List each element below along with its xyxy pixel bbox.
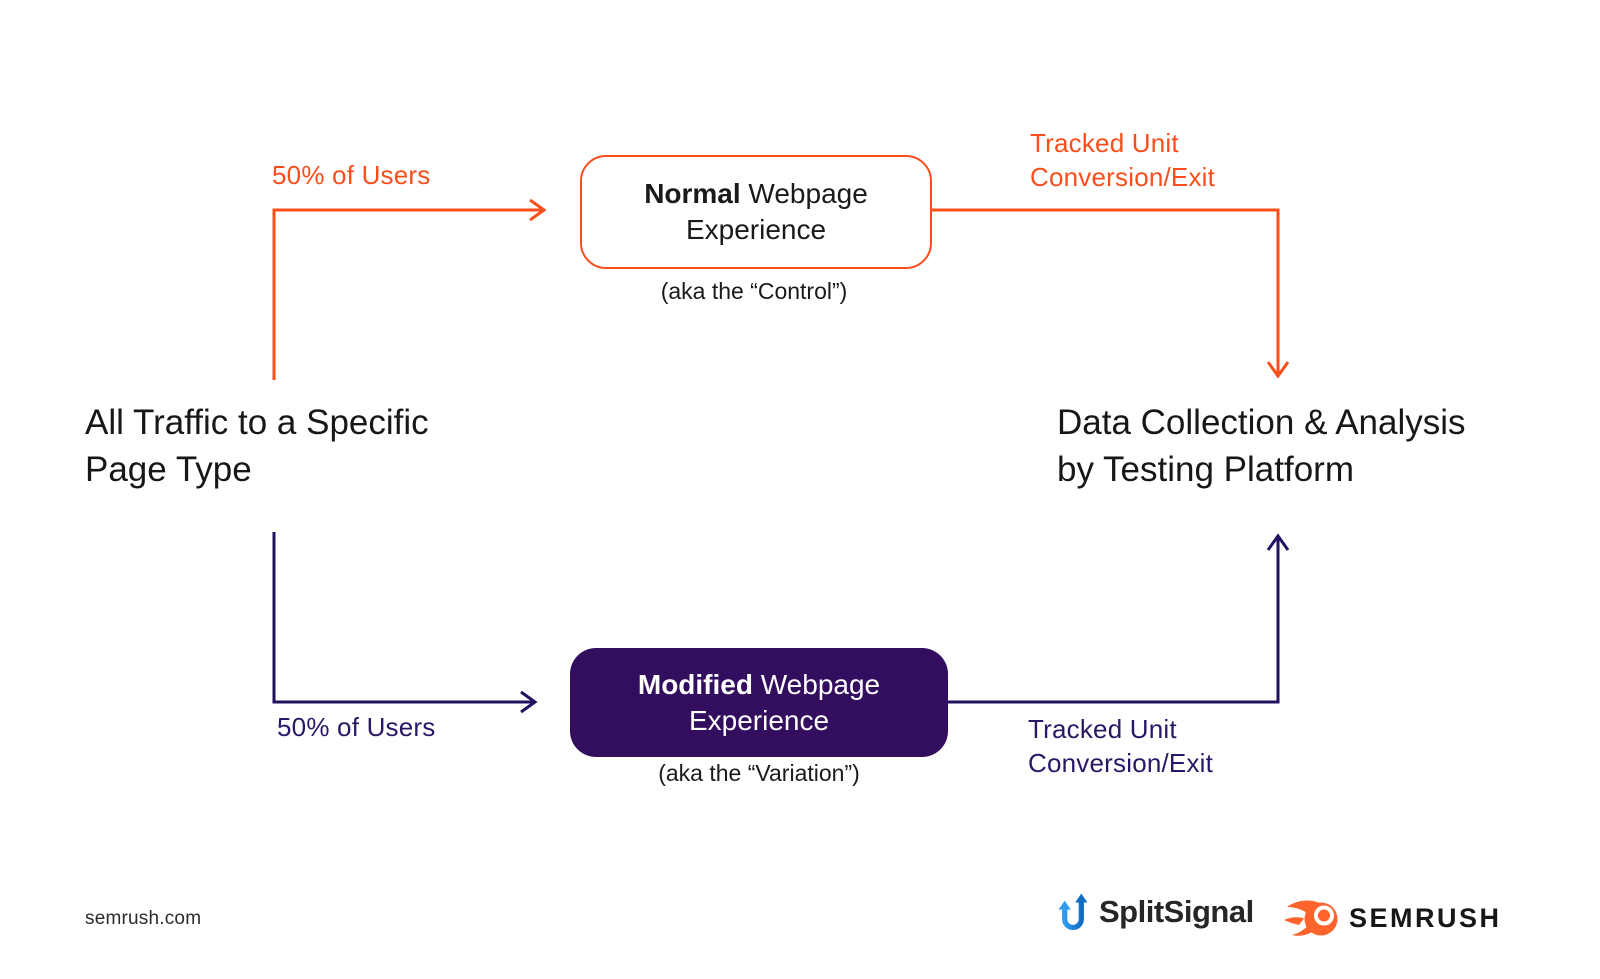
variation-box-title-rest: Webpage <box>752 668 881 700</box>
bottom-tracked-line2: Conversion/Exit <box>1028 748 1214 778</box>
bottom-tracked-label: Tracked Unit Conversion/Exit <box>1028 712 1213 780</box>
splitsignal-icon <box>1056 893 1090 931</box>
result-node-title: Data Collection & Analysis by Testing Pl… <box>1057 399 1466 493</box>
bottom-split-arrow <box>272 532 538 714</box>
variation-box-title-line1: Modified Webpage <box>638 667 880 703</box>
top-split-arrow <box>272 198 547 380</box>
semrush-icon <box>1284 896 1340 940</box>
result-title-line1: Data Collection & Analysis <box>1057 403 1466 442</box>
source-title-line1: All Traffic to a Specific <box>85 403 429 442</box>
source-title-line2: Page Type <box>85 450 252 489</box>
control-box-caption: (aka the “Control”) <box>660 278 848 304</box>
control-box-title-line2: Experience <box>685 214 827 245</box>
semrush-wordmark: SEMRUSH <box>1349 902 1502 933</box>
splitsignal-logo: SplitSignal <box>1056 893 1254 931</box>
variation-box-title-bold: Modified <box>637 668 753 700</box>
control-box-title-bold: Normal <box>644 178 741 209</box>
top-tracked-line2: Conversion/Exit <box>1030 162 1216 192</box>
site-credit: semrush.com <box>85 908 202 929</box>
bottom-tracked-line1: Tracked Unit <box>1028 714 1177 744</box>
variation-box: Modified Webpage Experience <box>570 648 948 757</box>
bottom-split-label: 50% of Users <box>277 712 436 742</box>
top-tracked-label: Tracked Unit Conversion/Exit <box>1030 126 1215 194</box>
variation-box-caption: (aka the “Variation”) <box>658 760 860 786</box>
source-node-title: All Traffic to a Specific Page Type <box>85 399 429 493</box>
variation-box-title-line2: Experience <box>688 704 830 736</box>
control-to-analysis-arrow <box>930 208 1290 379</box>
top-tracked-line1: Tracked Unit <box>1030 128 1179 158</box>
control-box-title-line1: Normal Webpage <box>644 176 868 212</box>
variation-to-analysis-arrow <box>948 533 1290 704</box>
result-title-line2: by Testing Platform <box>1057 450 1354 489</box>
top-split-label: 50% of Users <box>272 160 431 190</box>
splitsignal-wordmark: SplitSignal <box>1099 894 1254 929</box>
semrush-logo: SEMRUSH <box>1284 896 1502 940</box>
control-box: Normal Webpage Experience <box>580 155 932 269</box>
control-box-title-rest: Webpage <box>740 178 868 209</box>
